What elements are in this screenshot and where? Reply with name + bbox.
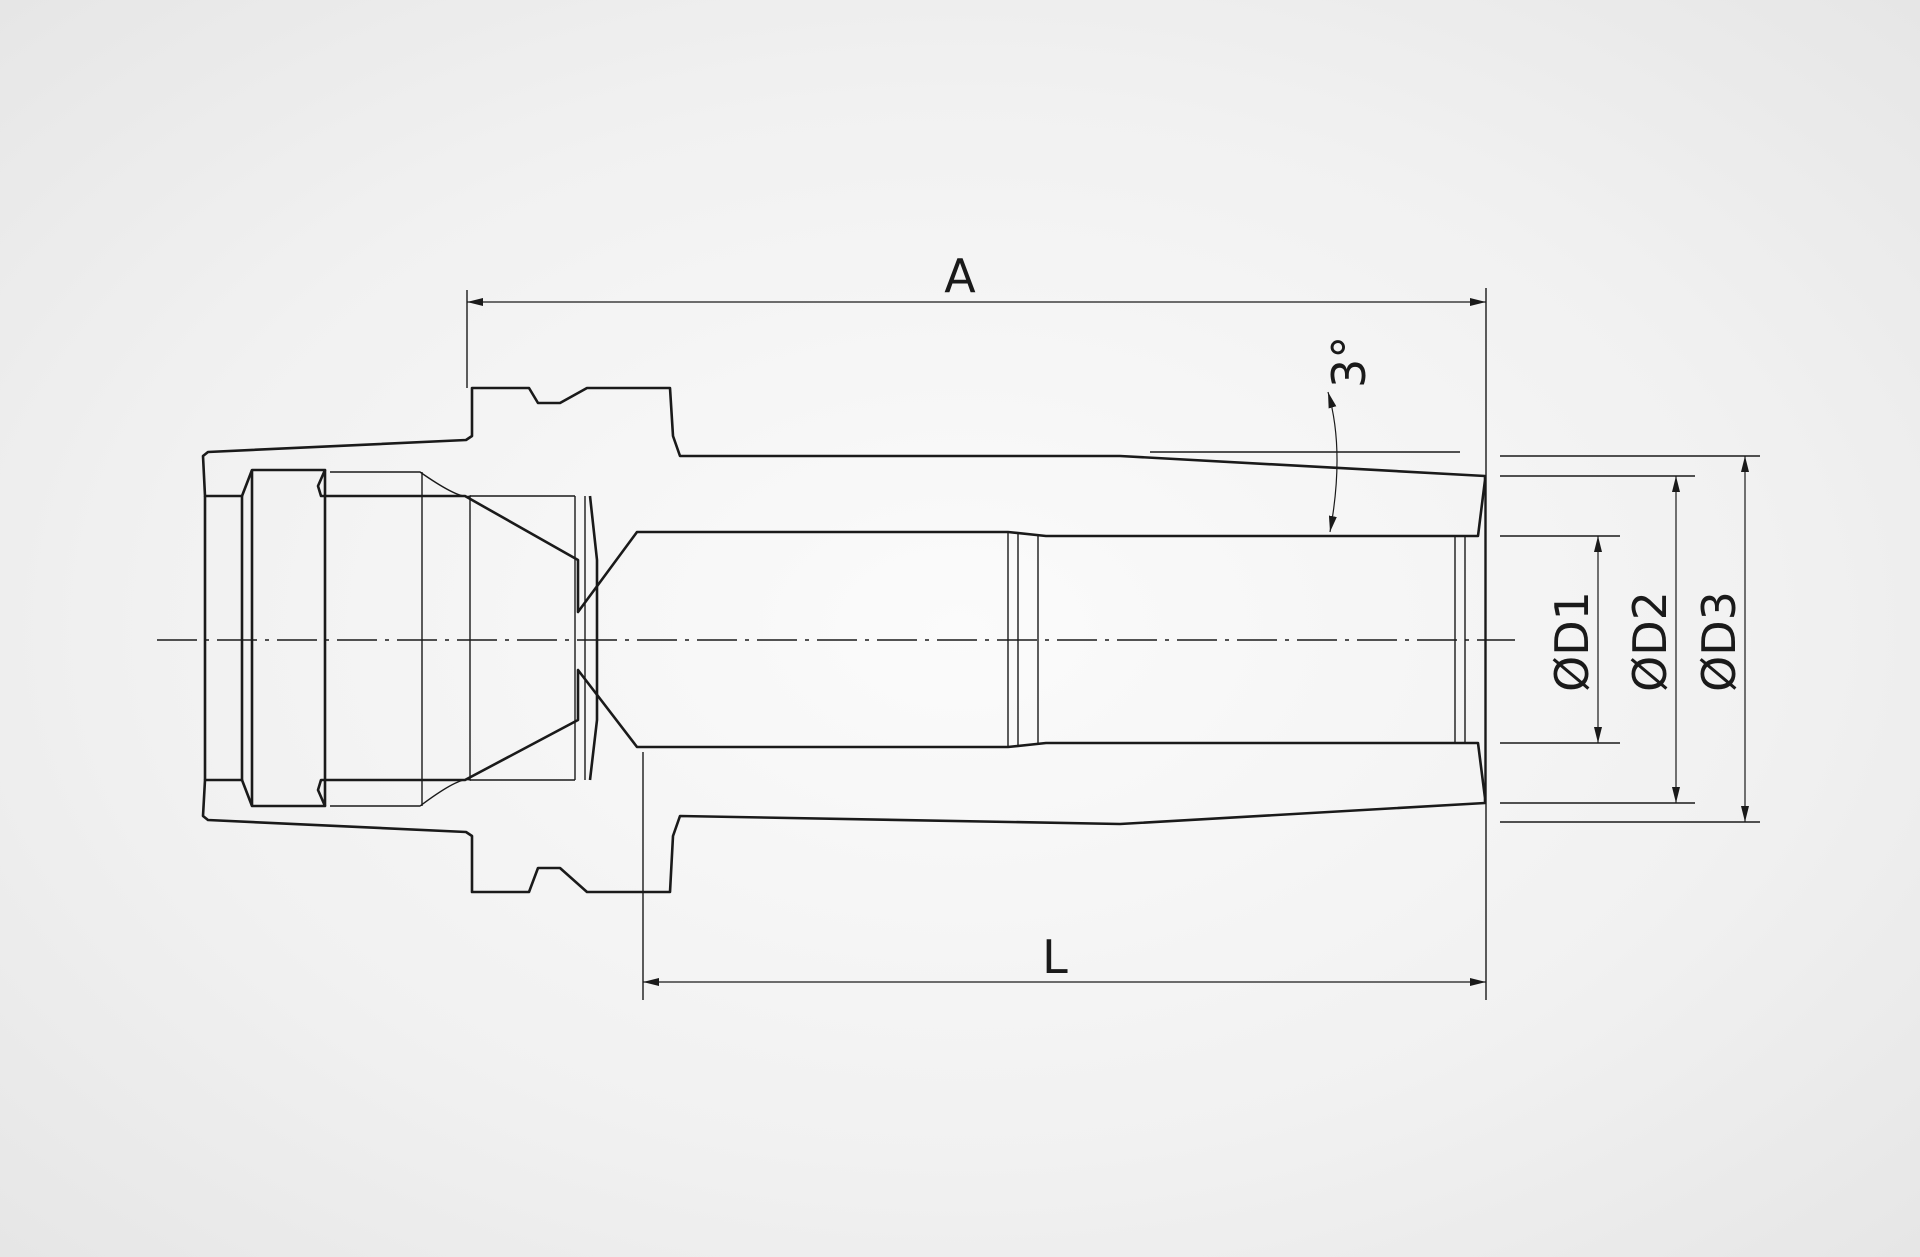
label-d1: ØD1: [1545, 591, 1599, 692]
dimension-lines: [467, 298, 1749, 986]
label-d2: ØD2: [1623, 591, 1677, 692]
collet-ring: [330, 471, 471, 807]
label-a: A: [944, 249, 976, 303]
inner-step: [421, 472, 586, 806]
cone-seat: [588, 495, 599, 781]
label-l: L: [1042, 930, 1068, 984]
bore-features: [203, 470, 1486, 807]
upper-section-wall: [201, 386, 1487, 614]
dimension-labels: A L 3° ØD1 ØD2 ØD3: [944, 249, 1746, 984]
extension-lines: [466, 288, 1760, 1000]
bore-tip-chamfer: [1454, 480, 1486, 798]
lower-section-wall: [201, 668, 1487, 894]
label-d3: ØD3: [1692, 591, 1746, 692]
dim-angle-arc: [1327, 391, 1338, 533]
collet-recess: [203, 470, 327, 806]
label-angle: 3°: [1322, 336, 1376, 388]
